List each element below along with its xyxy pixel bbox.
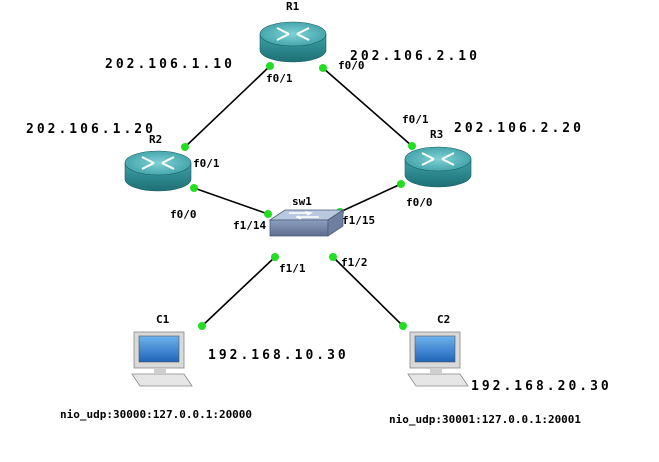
nio-label-c1: nio_udp:30000:127.0.0.1:20000 [60,408,252,421]
port-label-sw-f11: f1/1 [279,262,306,275]
node-label-r3: R3 [430,128,443,141]
port-label-r3-f00: f0/0 [406,196,433,209]
switch-arrows-icon [289,211,319,220]
link-endpoints [181,62,416,330]
ip-label-c1: 192.168.10.30 [208,348,349,363]
link-sw1-c1[interactable] [201,256,276,327]
node-label-c1: C1 [156,313,170,326]
router-arrows-icon [421,152,455,166]
node-label-c2: C2 [437,313,450,326]
port-label-sw-f115: f1/15 [342,214,375,227]
endpoint-sw-f12 [329,253,337,261]
ip-label-r1-right: 202.106.2.10 [350,49,480,64]
node-label-r1: R1 [286,0,300,13]
node-label-sw1: sw1 [292,195,312,208]
port-label-r1-f01: f0/1 [266,72,293,85]
nio-label-c2: nio_udp:30001:127.0.0.1:20001 [389,413,581,426]
endpoint-sw-f11 [271,253,279,261]
port-label-r2-f01: f0/1 [193,157,220,170]
ip-label-r3: 202.106.2.20 [454,121,584,136]
router-r3[interactable] [404,146,472,188]
node-label-r2: R2 [149,133,162,146]
host-c1[interactable] [131,331,193,387]
endpoint-sw-f114 [264,210,272,218]
port-label-sw-f114: f1/14 [233,219,266,232]
endpoint-r1-f01 [266,62,274,70]
link-r1-r3[interactable] [322,67,413,147]
endpoint-r3-f00 [397,180,405,188]
ip-label-r2: 202.106.1.20 [26,122,156,137]
endpoint-r2-f01 [181,143,189,151]
endpoint-c2 [399,322,407,330]
port-label-r1-f00: f0/0 [338,59,365,72]
port-label-r3-f01: f0/1 [402,113,429,126]
endpoint-r2-f00 [190,184,198,192]
endpoint-r1-f00 [319,64,327,72]
link-sw1-c2[interactable] [332,256,404,327]
router-r2[interactable] [124,150,192,192]
router-arrows-icon [276,27,310,41]
router-arrows-icon [141,156,175,170]
endpoint-r3-f01 [408,142,416,150]
switch-sw1[interactable] [268,209,345,237]
links [184,65,413,327]
link-r2-sw1[interactable] [193,187,269,215]
port-label-r2-f00: f0/0 [170,208,197,221]
ip-label-c2: 192.168.20.30 [471,379,612,394]
link-r3-sw1[interactable] [339,183,402,213]
link-r1-r2[interactable] [184,65,271,148]
endpoint-c1 [198,322,206,330]
host-c2[interactable] [407,331,469,387]
ip-label-r1-left: 202.106.1.10 [105,57,235,72]
port-label-sw-f12: f1/2 [341,256,368,269]
router-r1[interactable] [259,21,327,63]
